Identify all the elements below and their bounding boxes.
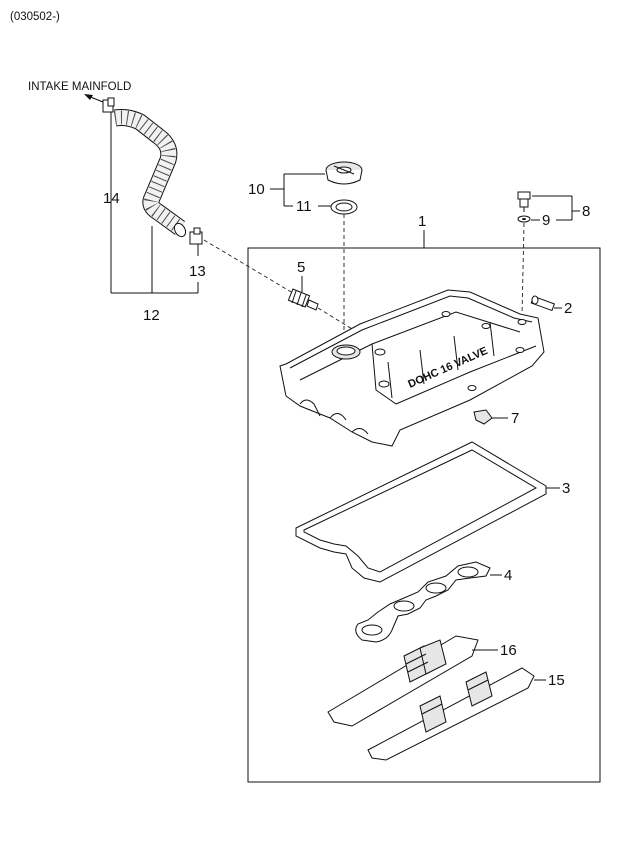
pcv-valve bbox=[287, 288, 319, 311]
bolt-washer bbox=[517, 215, 531, 223]
cover-gasket bbox=[295, 441, 547, 583]
dowel-pin bbox=[530, 295, 556, 312]
callout-9: 9 bbox=[542, 212, 550, 229]
hose-clamp-13 bbox=[189, 227, 203, 245]
pcv-guide-line bbox=[203, 239, 299, 297]
cover-bolt bbox=[517, 191, 531, 212]
callout-5: 5 bbox=[297, 259, 305, 276]
callout-4: 4 bbox=[504, 567, 512, 584]
callout-7: 7 bbox=[511, 410, 519, 427]
bolt-guide-line bbox=[521, 222, 525, 317]
intake-arrow bbox=[84, 94, 104, 103]
callout-14: 14 bbox=[103, 190, 120, 207]
oil-filler-cap bbox=[325, 161, 363, 185]
plug-hole-gasket bbox=[355, 561, 491, 643]
callout-8: 8 bbox=[582, 203, 590, 220]
intake-manifold-label: INTAKE MAINFOLD bbox=[28, 81, 131, 93]
callout-16: 16 bbox=[500, 642, 517, 659]
callout-11: 11 bbox=[296, 198, 312, 215]
oil-cap-seal bbox=[330, 199, 358, 215]
callout-2: 2 bbox=[564, 300, 572, 317]
diagram-code: (030502-) bbox=[10, 11, 60, 23]
cover-fitting bbox=[473, 409, 493, 425]
callout-3: 3 bbox=[562, 480, 570, 497]
hose-clamp-top bbox=[102, 97, 115, 113]
oil-baffle-15 bbox=[367, 667, 535, 761]
callout-10: 10 bbox=[248, 181, 265, 198]
callout-1: 1 bbox=[418, 213, 426, 230]
callout-12: 12 bbox=[143, 307, 160, 324]
hose-end bbox=[173, 222, 187, 238]
oil-baffle-16 bbox=[327, 635, 479, 727]
callout-13: 13 bbox=[189, 263, 206, 280]
callout-15: 15 bbox=[548, 672, 565, 689]
rocker-cover: DOHC 16 VALVE bbox=[279, 289, 545, 447]
